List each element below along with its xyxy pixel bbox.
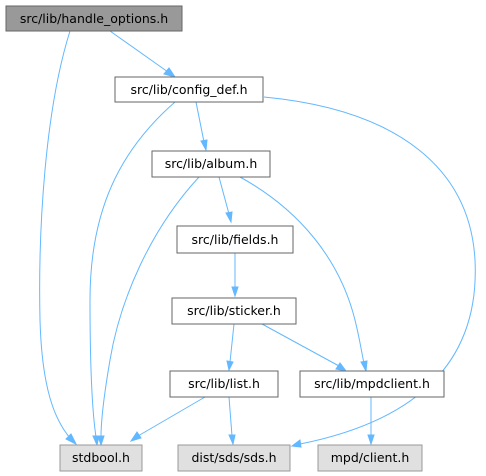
node-config-def-box	[114, 76, 264, 103]
node-mpd-client[interactable]: mpd/client.h	[317, 444, 423, 472]
node-fields[interactable]: src/lib/fields.h	[176, 225, 294, 254]
node-stdbool[interactable]: stdbool.h	[59, 444, 143, 472]
node-sticker[interactable]: src/lib/sticker.h	[171, 297, 297, 325]
node-album-box	[151, 150, 271, 178]
node-sticker-box	[171, 297, 297, 325]
edge-config-def-to-stdbool	[89, 101, 176, 447]
node-mpd-client-box	[317, 444, 423, 472]
node-mpdclient[interactable]: src/lib/mpdclient.h	[299, 370, 445, 398]
node-mpdclient-label: src/lib/mpdclient.h	[314, 376, 430, 391]
node-album-label: src/lib/album.h	[165, 156, 258, 171]
edge-config-def-to-sds	[263, 96, 476, 448]
edge-sticker-to-list	[226, 323, 235, 372]
node-fields-label: src/lib/fields.h	[192, 232, 279, 247]
edge-list-to-stdbool	[129, 396, 206, 442]
node-sds-label: dist/sds/sds.h	[191, 450, 276, 465]
node-handle-options[interactable]: src/lib/handle_options.h	[5, 5, 183, 32]
edge-album-to-mpdclient	[239, 176, 368, 373]
node-list[interactable]: src/lib/list.h	[169, 370, 279, 398]
node-config-def-label: src/lib/config_def.h	[130, 82, 247, 97]
edges	[39, 30, 476, 448]
edge-handle-options-to-stdbool	[39, 30, 78, 446]
edge-list-to-sds	[228, 396, 236, 446]
node-stdbool-box	[59, 444, 143, 472]
edge-mpdclient-to-mpd-client	[367, 397, 375, 446]
node-mpdclient-box	[299, 370, 445, 398]
edge-handle-options-to-config-def	[109, 30, 177, 78]
node-handle-options-box	[5, 5, 183, 32]
edge-album-to-fields	[218, 176, 233, 224]
edge-fields-to-sticker	[231, 253, 239, 298]
node-sticker-label: src/lib/sticker.h	[187, 303, 281, 318]
node-list-box	[169, 370, 279, 398]
node-fields-box	[176, 225, 294, 254]
node-album[interactable]: src/lib/album.h	[151, 150, 271, 178]
node-mpd-client-label: mpd/client.h	[331, 450, 410, 465]
node-sds-box	[177, 444, 291, 472]
node-sds[interactable]: dist/sds/sds.h	[177, 444, 291, 472]
node-config-def[interactable]: src/lib/config_def.h	[114, 76, 264, 103]
edge-album-to-stdbool	[97, 176, 200, 447]
node-list-label: src/lib/list.h	[188, 376, 260, 391]
edge-config-def-to-album	[195, 101, 208, 152]
node-handle-options-label: src/lib/handle_options.h	[20, 11, 168, 26]
node-stdbool-label: stdbool.h	[72, 450, 130, 465]
edge-sticker-to-mpdclient	[261, 323, 348, 372]
